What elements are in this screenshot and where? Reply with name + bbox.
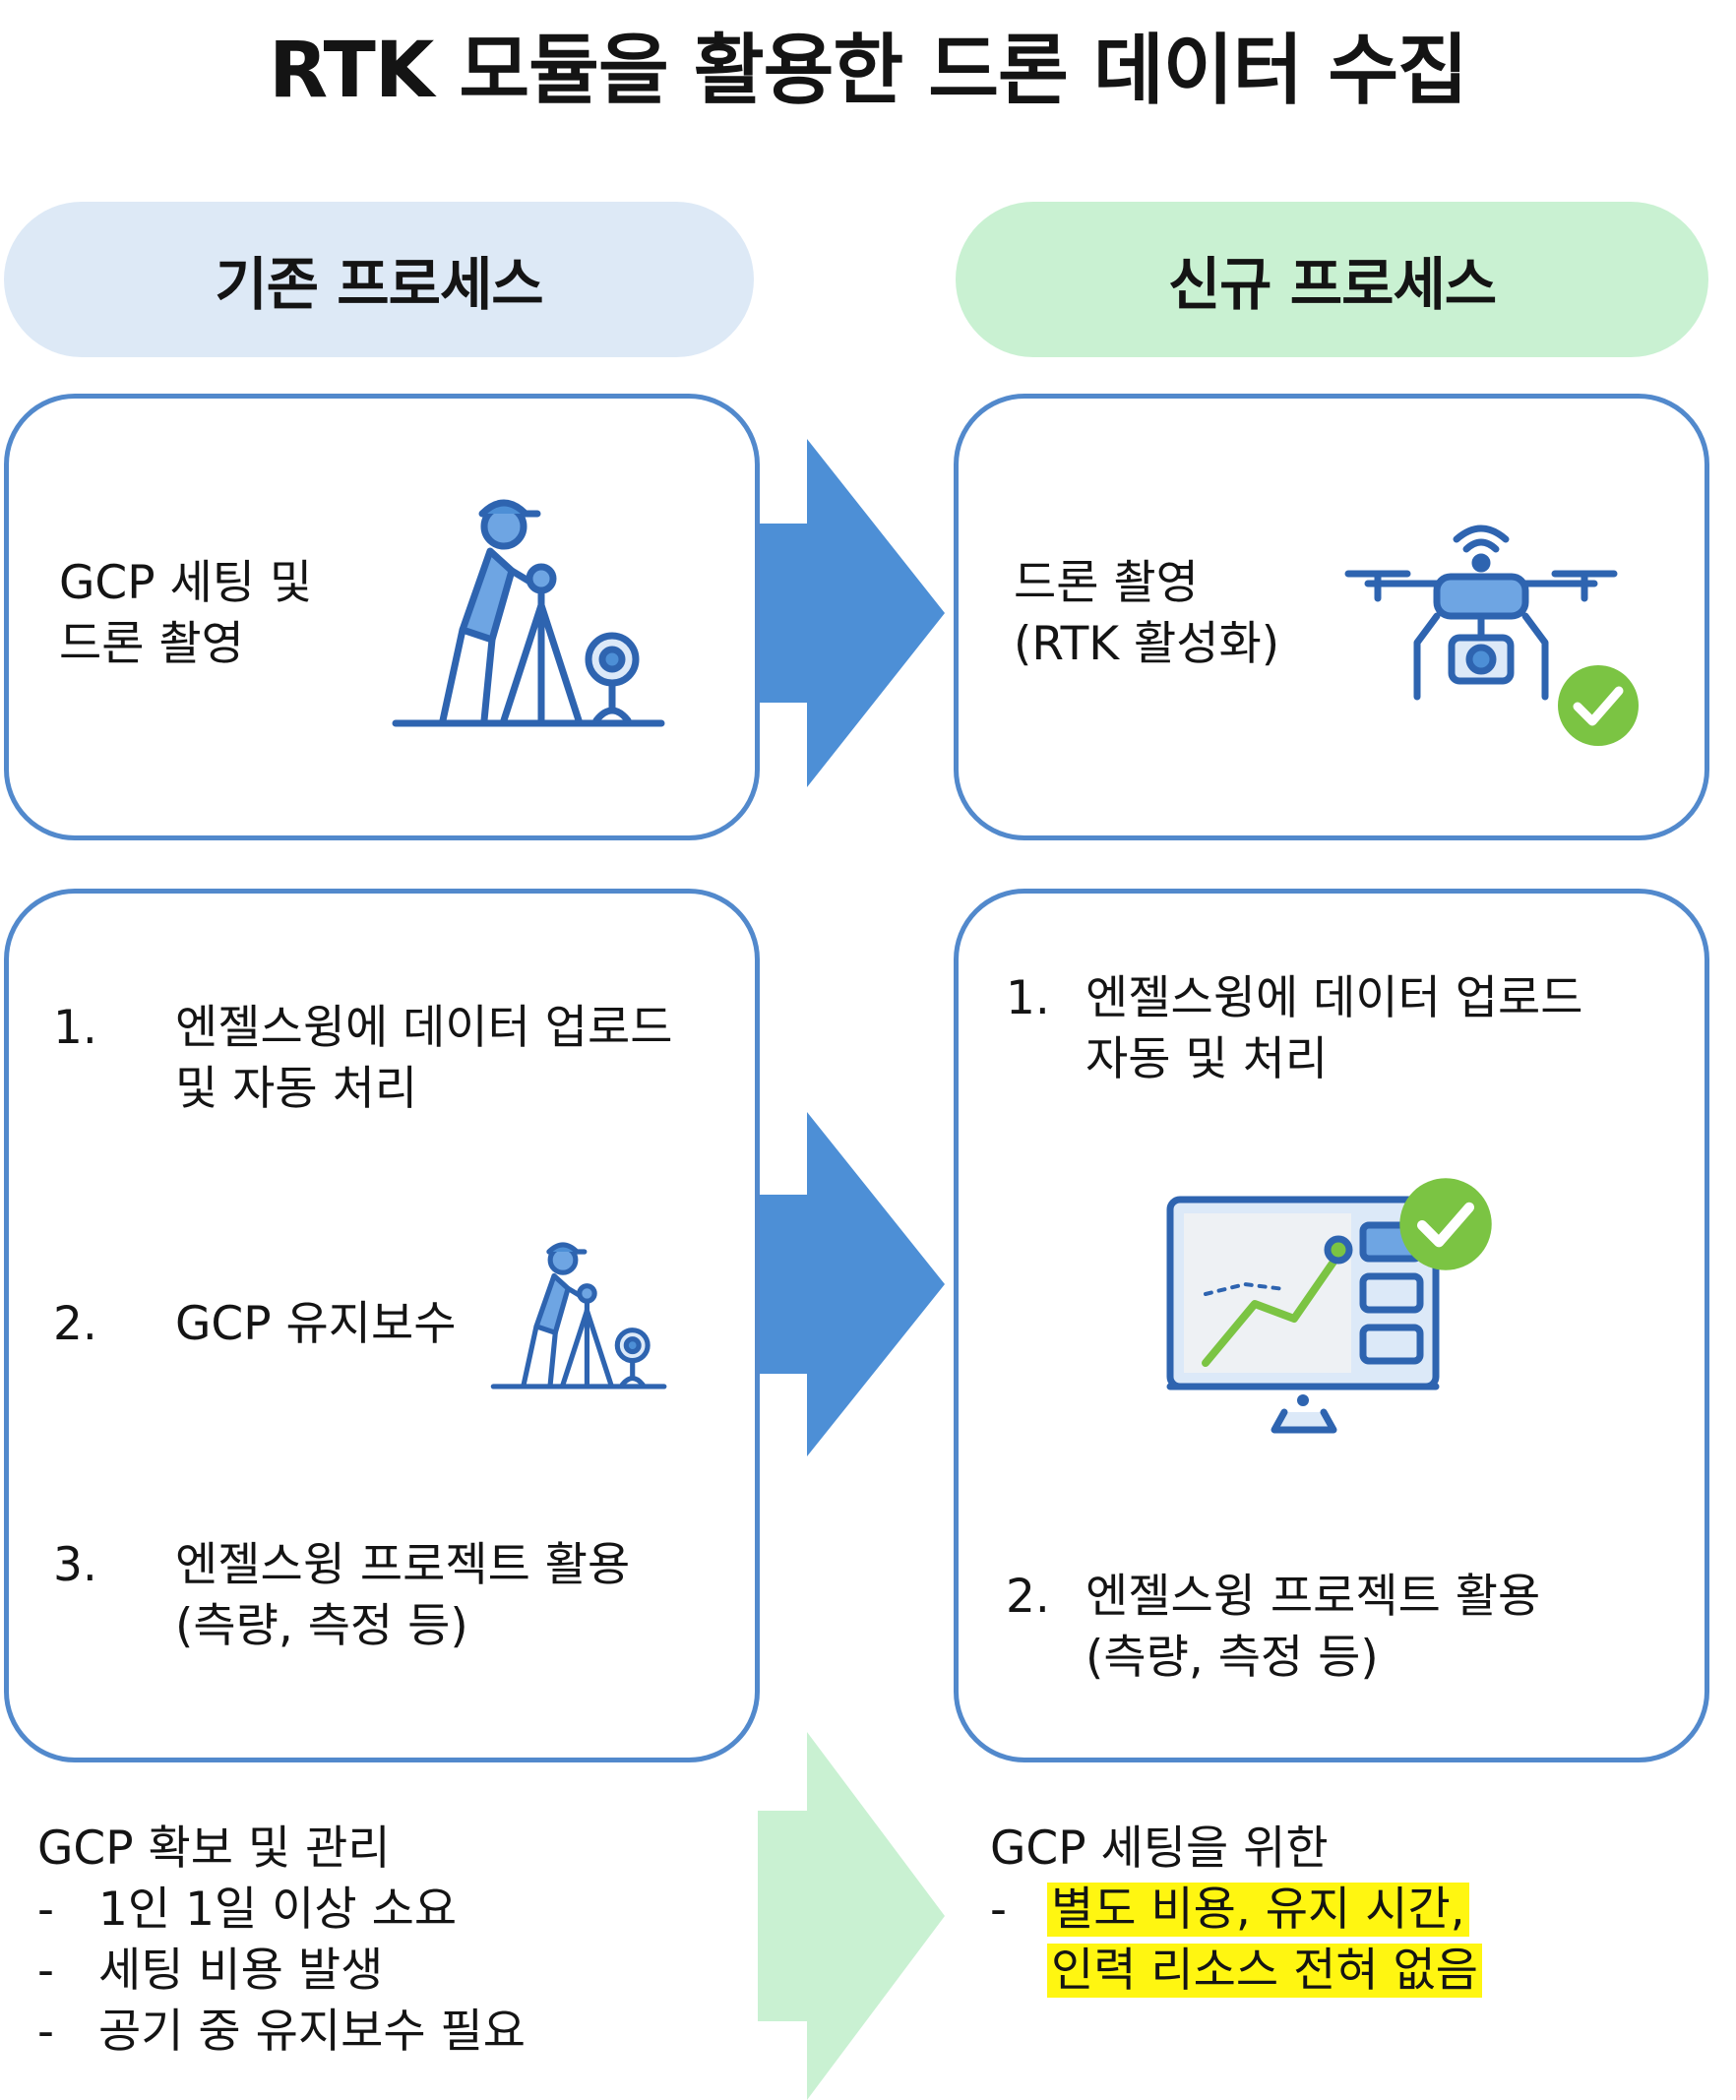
new-summary-bullet: -별도 비용, 유지 시간, — [990, 1880, 1482, 1941]
bullet-text: 세팅 비용 발생 — [98, 1944, 384, 1998]
check-badge-icon — [1399, 1178, 1492, 1270]
arrow-right-icon — [758, 1112, 945, 1456]
new-item-line2: (측량, 측정 등) — [1085, 1631, 1379, 1685]
new-step-card — [954, 394, 1709, 840]
legacy-item-line1: 엔젤스윙에 데이터 업로드 — [175, 1001, 673, 1055]
bullet-dash: - — [37, 1883, 54, 1937]
legacy-list-item: GCP 유지보수 — [175, 1294, 456, 1355]
legacy-list-item: 엔젤스윙 프로젝트 활용 (측량, 측정 등) — [175, 1535, 630, 1657]
new-summary-bullet-cont: 인력 리소스 전혀 없음 — [990, 1941, 1482, 2002]
new-summary-heading: GCP 세팅을 위한 — [990, 1822, 1329, 1876]
arrow-right-icon — [758, 1732, 945, 2100]
legacy-summary-bullet: -세팅 비용 발생 — [37, 1941, 526, 2002]
bullet-dash: - — [37, 2005, 54, 2059]
legacy-summary: GCP 확보 및 관리 -1인 1일 이상 소요 -세팅 비용 발생 -공기 중… — [37, 1819, 526, 2063]
legacy-summary-bullet: -1인 1일 이상 소요 — [37, 1880, 526, 1941]
surveyor-tripod-small-icon — [490, 1242, 667, 1390]
legacy-step-text: GCP 세팅 및 드론 촬영 — [59, 553, 312, 675]
new-step-line2: (RTK 활성화) — [1014, 617, 1280, 671]
legacy-step-card — [4, 394, 760, 840]
bullet-text: 1인 1일 이상 소요 — [98, 1883, 458, 1937]
surveyor-tripod-icon — [392, 499, 665, 727]
highlighted-text: 인력 리소스 전혀 없음 — [1047, 1944, 1482, 1998]
new-summary: GCP 세팅을 위한 -별도 비용, 유지 시간, 인력 리소스 전혀 없음 — [990, 1819, 1482, 2002]
new-item-number: 1. — [1006, 971, 1050, 1025]
new-step-line1: 드론 촬영 — [1014, 556, 1199, 610]
monitor-map-icon — [1166, 1196, 1440, 1434]
legacy-item-line2: 및 자동 처리 — [175, 1062, 418, 1116]
bullet-dash: - — [990, 1883, 1007, 1937]
legacy-item-line2: (측량, 측정 등) — [175, 1599, 468, 1653]
legacy-item-number: 2. — [53, 1297, 97, 1351]
rtk-drone-icon — [1344, 525, 1618, 701]
new-step-text: 드론 촬영 (RTK 활성화) — [1014, 553, 1279, 675]
bullet-text: 공기 중 유지보수 필요 — [98, 2005, 526, 2059]
arrow-right-icon — [758, 439, 945, 787]
legacy-step-line1: GCP 세팅 및 — [59, 556, 313, 610]
legacy-item-line1: 엔젤스윙 프로젝트 활용 — [175, 1538, 631, 1592]
new-item-number: 2. — [1006, 1570, 1050, 1624]
page-title: RTK 모듈을 활용한 드론 데이터 수집 — [269, 27, 1468, 115]
new-list-item: 엔젤스윙에 데이터 업로드 자동 및 처리 — [1085, 968, 1583, 1090]
legacy-summary-bullet: -공기 중 유지보수 필요 — [37, 2002, 526, 2063]
legacy-summary-heading: GCP 확보 및 관리 — [37, 1822, 391, 1876]
legacy-process-list-card — [4, 889, 760, 1762]
new-item-line1: 엔젤스윙에 데이터 업로드 — [1085, 971, 1583, 1025]
bullet-dash: - — [37, 1944, 54, 1998]
new-item-line2: 자동 및 처리 — [1085, 1032, 1329, 1086]
new-process-header: 신규 프로세스 — [956, 202, 1708, 357]
check-badge-icon — [1558, 665, 1639, 746]
new-list-item: 엔젤스윙 프로젝트 활용 (측량, 측정 등) — [1085, 1567, 1540, 1689]
legacy-item-number: 3. — [53, 1538, 97, 1592]
legacy-item-number: 1. — [53, 1001, 97, 1055]
legacy-step-line2: 드론 촬영 — [59, 617, 244, 671]
new-item-line1: 엔젤스윙 프로젝트 활용 — [1085, 1570, 1541, 1624]
highlighted-text: 별도 비용, 유지 시간, — [1047, 1883, 1469, 1937]
legacy-list-item: 엔젤스윙에 데이터 업로드 및 자동 처리 — [175, 998, 673, 1120]
legacy-process-header: 기존 프로세스 — [4, 202, 754, 357]
legacy-item-line1: GCP 유지보수 — [175, 1297, 457, 1351]
